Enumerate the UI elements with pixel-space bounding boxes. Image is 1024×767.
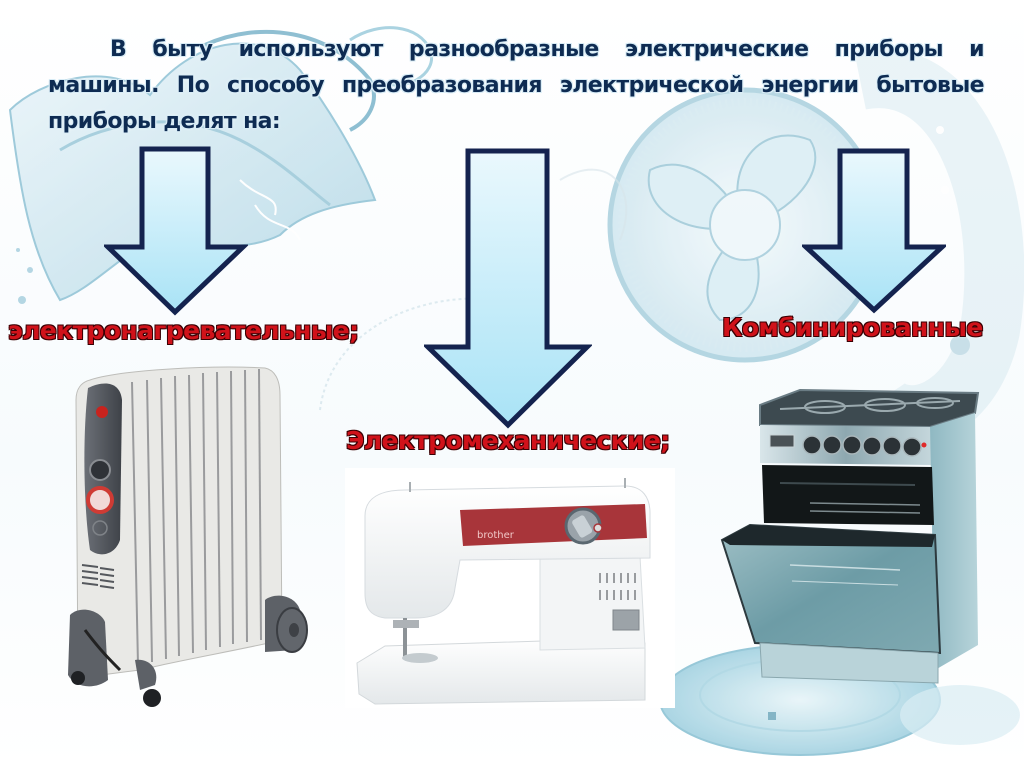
brand-logo: brother <box>477 530 515 541</box>
arrow-down-icon <box>424 148 592 429</box>
sewing-machine-image: brother <box>345 468 675 708</box>
category-label-heating: электронагревательные; <box>8 316 359 345</box>
radiator-fins <box>131 368 262 666</box>
oil-radiator-heater-image <box>68 366 308 707</box>
category-label-combined: Комбинированные <box>722 313 983 342</box>
intro-paragraph: В быту используют разнообразные электрич… <box>48 37 985 134</box>
category-label-electromechanical: Электромеханические; <box>346 426 670 455</box>
arrow-down-icon <box>802 148 946 314</box>
gas-electric-stove-image <box>720 388 980 684</box>
arrow-down-icon <box>104 146 248 316</box>
